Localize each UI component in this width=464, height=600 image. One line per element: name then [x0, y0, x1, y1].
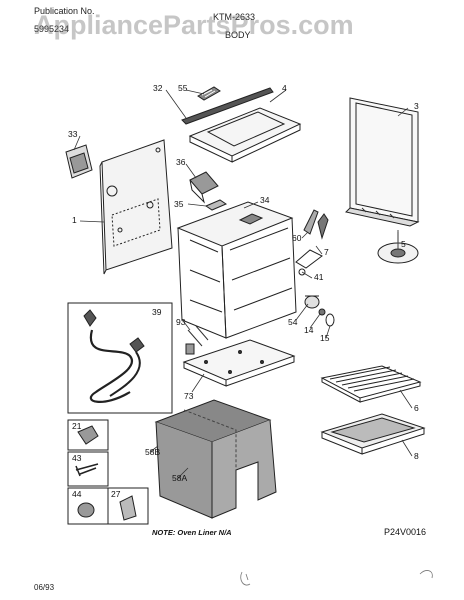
callout-32: 32 [153, 83, 163, 93]
callout-21: 21 [72, 421, 82, 431]
lamp-ring-part [318, 308, 326, 316]
publication-label: Publication No. [34, 6, 95, 16]
lamp-socket-part [304, 295, 320, 309]
callout-27: 27 [111, 489, 121, 499]
part-box-27 [107, 487, 149, 525]
knob-part [77, 502, 95, 518]
clamp-part [119, 495, 137, 521]
wire-clip-part [77, 425, 99, 445]
callout-58A: 58A [172, 473, 188, 483]
side-panel-part [99, 139, 173, 275]
bracket-part [204, 199, 228, 211]
callout-8: 8 [414, 451, 419, 461]
callout-73: 73 [184, 391, 194, 401]
callout-15: 15 [320, 333, 330, 343]
screw-part [75, 463, 99, 477]
callout-54: 54 [288, 317, 298, 327]
callout-14: 14 [304, 325, 314, 335]
wire-connector-part [187, 325, 209, 347]
publication-number: 5995234 [34, 24, 70, 34]
callout-4: 4 [282, 83, 287, 93]
callout-36: 36 [176, 157, 186, 167]
insulation-blanket-part [154, 399, 277, 519]
page-marks [240, 570, 433, 586]
thermostat-part [189, 171, 219, 204]
callout-3: 3 [414, 101, 419, 111]
callout-35: 35 [174, 199, 184, 209]
power-cord-part [83, 309, 145, 403]
callout-93: 93 [176, 317, 186, 327]
revision-date: 06/93 [34, 583, 55, 592]
top-gasket-part [181, 87, 274, 125]
oven-liner-note: NOTE: Oven Liner N/A [152, 528, 232, 537]
callout-44: 44 [72, 489, 82, 499]
part-box-43 [67, 451, 109, 487]
callout-58B: 58B [145, 447, 161, 457]
small-bracket-part [185, 343, 195, 355]
cooktop-support-part [188, 107, 302, 163]
diagram-code: P24V0016 [384, 527, 427, 537]
callout-60: 60 [292, 233, 302, 243]
callout-43: 43 [72, 453, 82, 463]
door-latch-part [295, 209, 329, 276]
section-title: BODY [225, 30, 251, 40]
callout-33: 33 [68, 129, 78, 139]
leader-lines [73, 89, 413, 479]
oven-rack-part [320, 365, 422, 403]
callout-55: 55 [178, 83, 188, 93]
terminal-block-part [65, 144, 93, 179]
oven-body-part [176, 201, 297, 339]
watermark: AppliancePartsPros.com [34, 10, 354, 40]
bottom-panel-part [182, 339, 296, 387]
broiler-pan-part [320, 413, 426, 455]
part-box-21 [67, 419, 109, 451]
callout-1: 1 [72, 215, 77, 225]
callout-7: 7 [324, 247, 329, 257]
door-panel-part [344, 97, 420, 227]
power-cord-box [67, 302, 173, 414]
model-number: KTM-2633 [213, 12, 256, 22]
callout-34: 34 [260, 195, 270, 205]
callout-6: 6 [414, 403, 419, 413]
lamp-cover-part [325, 313, 335, 327]
callout-39: 39 [152, 307, 162, 317]
callout-5: 5 [401, 239, 406, 249]
callout-41: 41 [314, 272, 324, 282]
